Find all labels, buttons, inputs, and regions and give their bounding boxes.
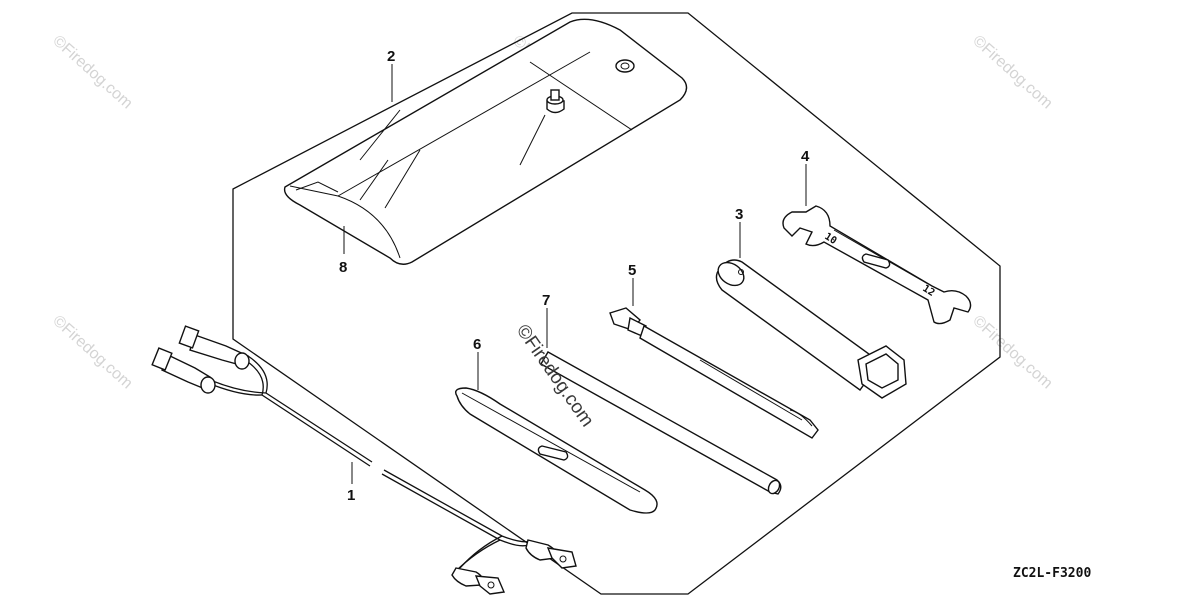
callout-4: 4 [801, 148, 810, 165]
callout-3: 3 [735, 206, 743, 223]
screwdriver [609, 307, 819, 439]
callout-2: 2 [387, 48, 395, 65]
wrench-marking-10: 10 [822, 231, 838, 247]
cable [151, 325, 577, 595]
handle-bar [454, 387, 658, 514]
parts-frame [232, 12, 1001, 595]
watermark-top-right: ©Firedog.com [969, 32, 1055, 112]
callout-5: 5 [628, 262, 636, 279]
tool-bag [283, 18, 688, 265]
watermark-mid-left: ©Firedog.com [49, 312, 135, 392]
plug-wrench [715, 259, 907, 399]
wrench-marking-12: 12 [920, 283, 936, 299]
rod [540, 351, 782, 495]
watermark-top-left: ©Firedog.com [49, 32, 135, 112]
callout-1: 1 [347, 487, 355, 504]
watermark-mid-right: ©Firedog.com [969, 312, 1055, 392]
callout-labels: 1 2 3 4 5 6 7 8 [339, 48, 810, 504]
callout-8: 8 [339, 259, 347, 276]
callout-7: 7 [542, 292, 550, 309]
callout-6: 6 [473, 336, 481, 353]
leader-lines [343, 64, 807, 484]
open-end-wrench: 10 12 [782, 205, 972, 325]
part-code: ZC2L-F3200 [1013, 566, 1091, 581]
